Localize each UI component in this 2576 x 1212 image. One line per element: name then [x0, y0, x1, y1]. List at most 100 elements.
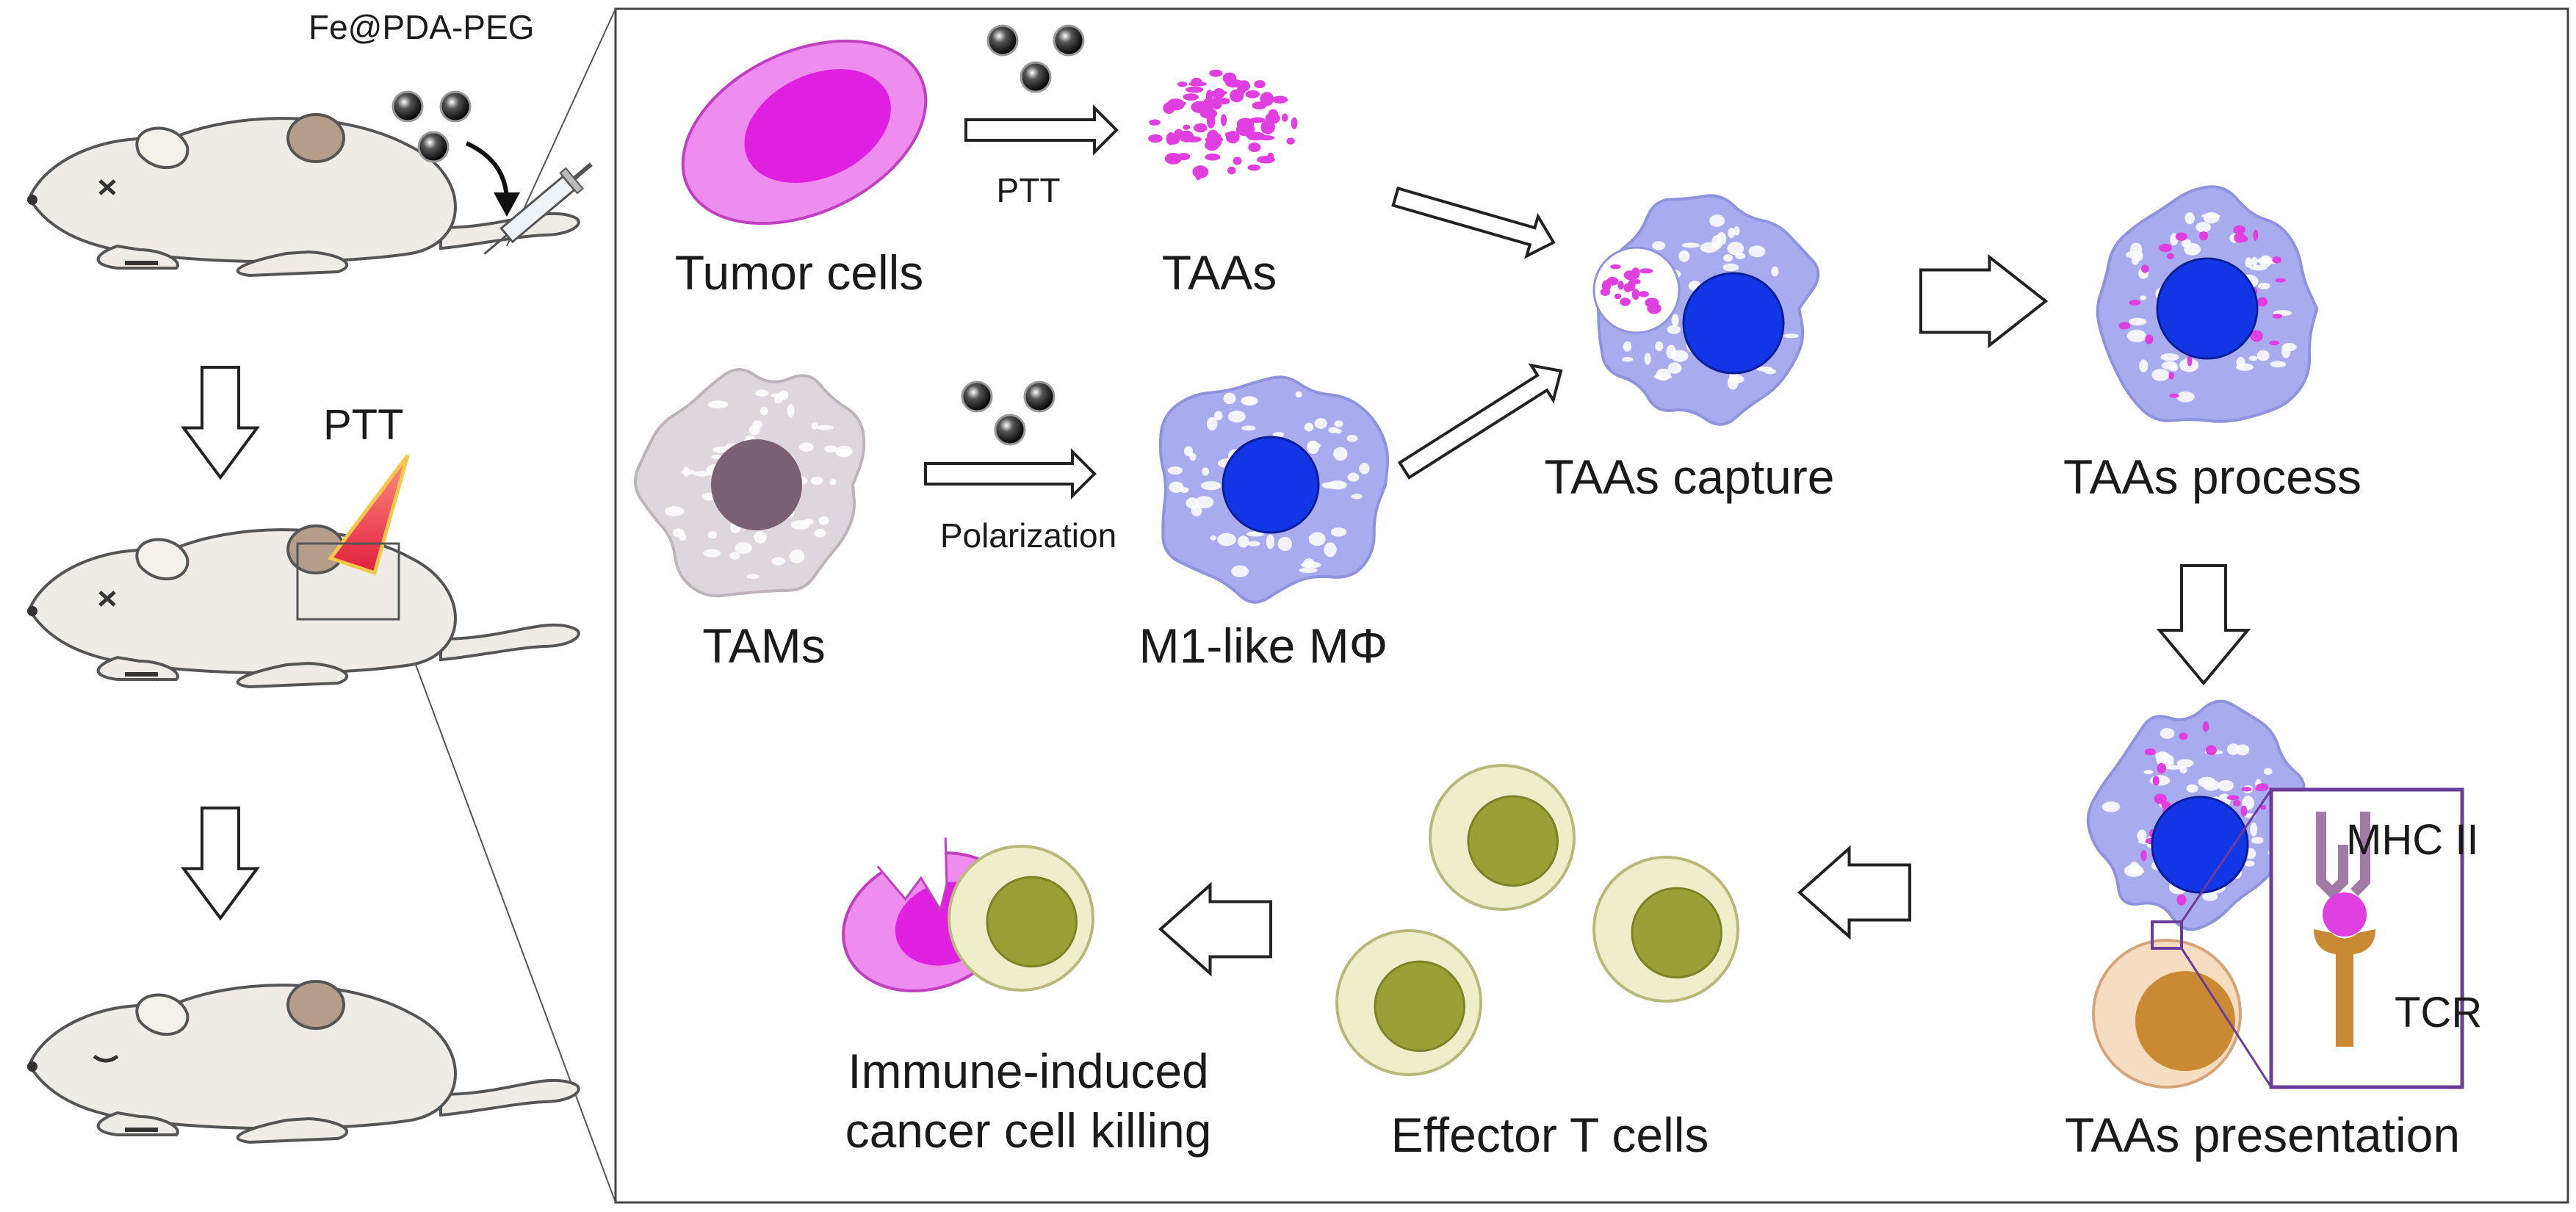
vesicle: [2101, 801, 2121, 812]
vesicle: [2163, 765, 2183, 770]
vesicle: [1783, 333, 1800, 339]
vesicle: [2184, 212, 2195, 225]
vesicle: [707, 531, 717, 539]
antigen-dot: [2168, 372, 2174, 380]
vesicle: [2168, 364, 2179, 372]
cell-nucleus: [2156, 257, 2259, 360]
antigen-dot: [2152, 775, 2160, 786]
taa-dot: [1241, 122, 1249, 129]
vesicle: [1301, 561, 1321, 569]
t-cell-nucleus: [986, 876, 1078, 968]
vesicle: [2249, 264, 2267, 271]
antigen-dot: [2176, 894, 2187, 906]
vesicle: [748, 425, 760, 436]
antigen-dot: [2272, 256, 2282, 264]
vesicle: [1308, 532, 1326, 547]
nanoparticle-icon: [961, 380, 993, 413]
vesicle: [1771, 266, 1779, 277]
vesicle: [2270, 361, 2287, 368]
vesicle: [1304, 422, 1314, 432]
taa-dot: [1205, 154, 1221, 161]
vesicle: [2250, 822, 2258, 837]
vesicle: [1202, 467, 1209, 476]
vesicle: [2176, 759, 2194, 768]
vesicle: [1295, 391, 1302, 398]
vesicle: [824, 445, 837, 453]
taa-dot: [1222, 72, 1237, 84]
t-cell-nucleus: [1467, 795, 1559, 887]
vesicle: [707, 400, 729, 408]
taa-dot: [1204, 140, 1219, 151]
taa-dot: [1260, 92, 1274, 107]
antigen-dot: [2256, 783, 2269, 791]
taas-label: TAAs: [1161, 245, 1277, 300]
vesicle: [2126, 329, 2146, 343]
vesicle: [1346, 434, 1358, 442]
mouse-recovered: [27, 981, 579, 1142]
nanoparticle-icon: [439, 90, 472, 123]
vesicle: [1671, 314, 1679, 327]
vesicle: [703, 549, 721, 558]
effector-t-cell-2: [1592, 856, 1739, 1003]
taa-dot: [1271, 95, 1288, 104]
vesicle: [810, 477, 823, 485]
vesicle: [816, 425, 834, 430]
vesicle: [2256, 257, 2276, 264]
syringe-plunger: [572, 162, 593, 181]
tcr-stem: [2336, 951, 2353, 1047]
antigen-dot: [2226, 795, 2240, 801]
antigen-dot: [2169, 393, 2179, 398]
taa-dot: [1209, 69, 1223, 77]
injection-arrowhead: [494, 192, 520, 217]
antigen-dot: [2175, 232, 2187, 241]
mhc-ii-label: MHC II: [2346, 816, 2479, 864]
cancer-killing-label: Immune-induced cancer cell killing: [845, 1044, 1212, 1158]
taa-dot: [1286, 137, 1295, 145]
antigen-dot: [2232, 800, 2241, 807]
taa-dot: [1219, 98, 1230, 105]
arrow-presentation-to-effector: [1797, 845, 1911, 940]
taa-dot: [1191, 101, 1210, 114]
vesicle: [2263, 768, 2273, 776]
vesicle: [729, 552, 740, 560]
vesicle: [2160, 728, 2175, 739]
main-panel-frame: [614, 7, 2569, 1204]
vesicle: [1231, 565, 1249, 577]
vesicle: [1266, 534, 1275, 549]
taa-dot: [1233, 156, 1242, 165]
t-cell-nucleus: [2135, 971, 2235, 1071]
polarization-arrow-label: Polarization: [939, 516, 1117, 555]
taas-fragments-icon: [1148, 69, 1298, 181]
antigen-dot: [2166, 253, 2174, 259]
vesicle: [2236, 363, 2254, 371]
peptide-antigen-icon: [2323, 892, 2367, 937]
taa-dot: [1191, 77, 1202, 87]
vesicle: [2137, 829, 2147, 843]
antigen-dot: [2157, 762, 2167, 774]
taa-dot: [1166, 98, 1185, 111]
mouse-ptt-label: PTT: [323, 401, 404, 449]
vesicle: [829, 479, 837, 486]
mouse-body: [27, 526, 579, 687]
vesicle: [746, 574, 760, 580]
tcr-cup: [2314, 929, 2375, 955]
taas-process-cell-icon: [2096, 185, 2319, 423]
taa-dot: [1227, 166, 1236, 175]
vesicle: [2227, 743, 2240, 756]
cell-nucleus: [1222, 436, 1320, 534]
antigen-dot: [2240, 235, 2248, 242]
antigen-dot: [2233, 225, 2246, 234]
vesicle: [760, 407, 768, 416]
vesicle: [1678, 250, 1690, 262]
antigen-dot: [2241, 787, 2252, 792]
arrow-effector-to-killing: [1158, 881, 1272, 977]
vesicle: [1272, 432, 1285, 437]
arrow-shape: [964, 104, 1119, 156]
m1-macrophage-cell-icon: [1158, 375, 1390, 604]
captured-taa-dot: [1620, 297, 1631, 306]
vesicle: [1307, 442, 1321, 450]
arrow-shape: [924, 448, 1097, 499]
mouse-arrow-down-1: [181, 366, 260, 480]
vesicle: [1169, 481, 1184, 494]
nanoparticle-icon: [986, 24, 1019, 57]
